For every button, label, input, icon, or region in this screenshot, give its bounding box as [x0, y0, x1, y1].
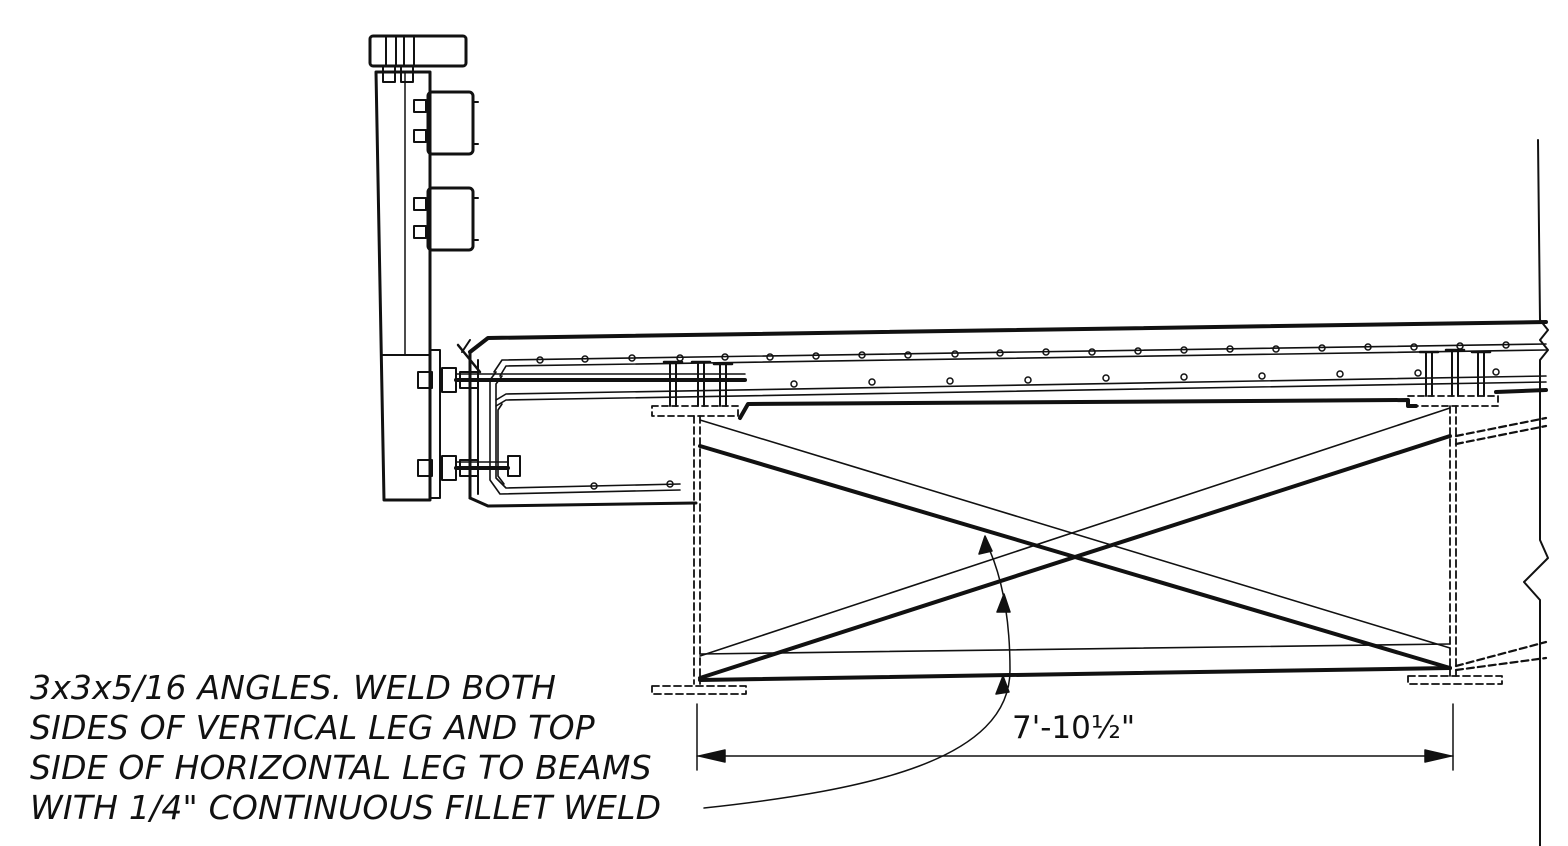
- span-dimension: [696, 703, 1454, 771]
- deck-slab: [468, 139, 1549, 846]
- right-girder-flange: [1407, 348, 1499, 407]
- girder-webs: [651, 405, 1548, 695]
- note-line-4: WITH 1/4" CONTINUOUS FILLET WELD: [30, 788, 662, 827]
- dimension-label: 7'-10½": [1012, 710, 1136, 746]
- note-line-3: SIDE OF HORIZONTAL LEG TO BEAMS: [30, 748, 652, 787]
- note-line-1: 3x3x5/16 ANGLES. WELD BOTH: [30, 668, 557, 707]
- cross-frame: [698, 407, 1452, 682]
- angle-leader: [703, 535, 1011, 809]
- left-girder-flange: [651, 360, 739, 417]
- note-line-2: SIDES OF VERTICAL LEG AND TOP: [30, 708, 595, 747]
- railing-post: [368, 34, 747, 502]
